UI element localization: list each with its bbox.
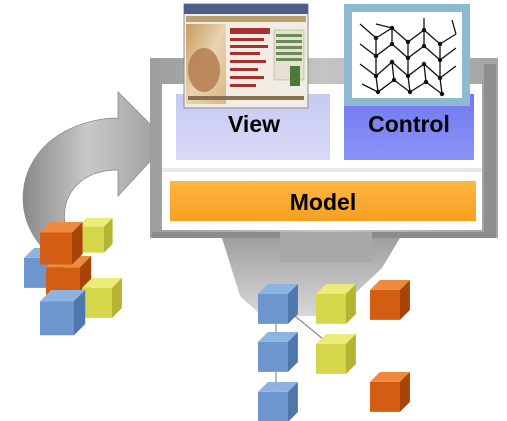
model-bar	[170, 181, 476, 221]
cube-top-face	[258, 332, 298, 342]
cube-front-face	[258, 391, 288, 421]
divider	[162, 168, 482, 172]
cube-top-face	[40, 222, 83, 233]
cube-front-face	[258, 341, 288, 372]
cube-front-face	[370, 381, 400, 412]
cube-yellow	[316, 334, 356, 374]
cube-side-face	[74, 290, 86, 336]
cube-side-face	[346, 284, 356, 324]
cube-side-face	[104, 218, 113, 253]
cube-top-face	[78, 218, 113, 227]
cube-top-face	[258, 382, 298, 392]
cube-blue	[258, 284, 298, 324]
cube-front-face	[40, 301, 74, 336]
cube-yellow	[82, 278, 122, 318]
cube-side-face	[288, 332, 298, 372]
cube-top-face	[316, 284, 356, 294]
model-label: Model	[289, 189, 357, 215]
cube-top-face	[370, 372, 410, 382]
cube-front-face	[40, 232, 72, 265]
cube-front-face	[78, 226, 104, 253]
cube-orange	[40, 222, 83, 265]
cube-side-face	[288, 284, 298, 324]
cube-front-face	[370, 289, 400, 320]
cube-side-face	[400, 372, 410, 412]
cube-side-face	[72, 222, 83, 265]
cube-group	[24, 218, 410, 421]
cube-side-face	[288, 382, 298, 421]
curved-arrow-icon	[22, 91, 169, 263]
cube-yellow	[78, 218, 113, 253]
cube-blue	[258, 332, 298, 372]
cube-top-face	[82, 278, 122, 288]
cube-yellow	[316, 284, 356, 324]
cube-side-face	[346, 334, 356, 374]
cube-front-face	[316, 293, 346, 324]
cube-top-face	[258, 284, 298, 294]
control-label: Control	[368, 111, 450, 137]
cube-orange	[370, 280, 410, 320]
view-label: View	[228, 111, 280, 137]
web-page-thumbnail	[183, 3, 309, 109]
cube-blue	[40, 290, 86, 336]
cube-top-face	[40, 290, 86, 302]
cube-front-face	[316, 343, 346, 374]
cube-side-face	[112, 278, 122, 318]
circuit-graph-thumbnail	[344, 4, 470, 106]
cube-top-face	[316, 334, 356, 344]
cube-orange	[370, 372, 410, 412]
cube-side-face	[400, 280, 410, 320]
cube-top-face	[370, 280, 410, 290]
cube-front-face	[258, 293, 288, 324]
cube-blue	[258, 382, 298, 421]
cube-front-face	[82, 287, 112, 318]
